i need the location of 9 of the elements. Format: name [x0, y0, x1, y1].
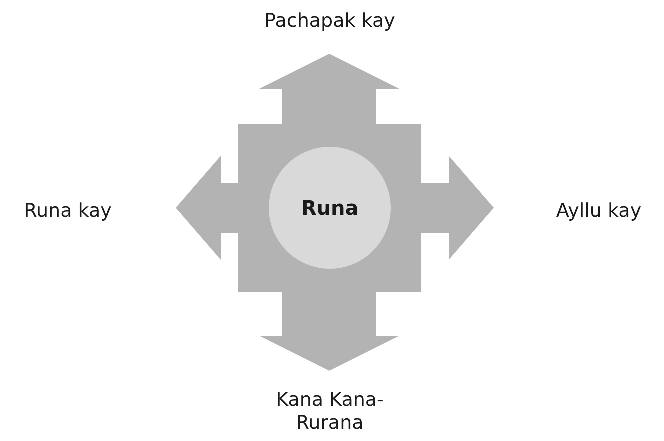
direction-label: Pachapak kay — [264, 10, 396, 33]
block-arrow — [260, 292, 400, 371]
block-arrow — [421, 156, 494, 260]
direction-label: Kana Kana-Rurana — [275, 389, 385, 435]
direction-label: Ayllu kay — [555, 200, 643, 223]
block-arrow — [176, 156, 238, 260]
center-label: Runa — [301, 196, 359, 220]
direction-label: Runa kay — [23, 200, 113, 223]
block-arrow — [260, 54, 400, 124]
